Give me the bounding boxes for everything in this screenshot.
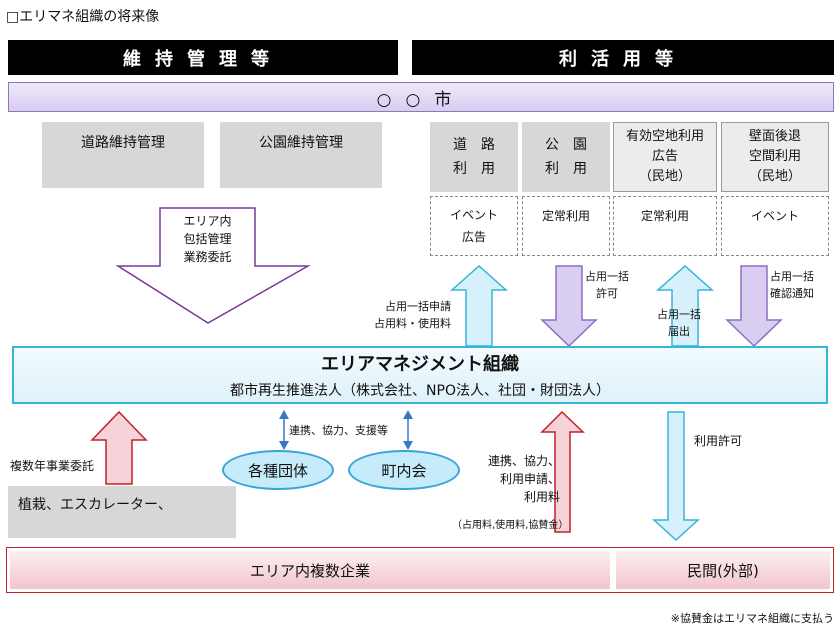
page-title: □エリマネ組織の将来像 [6, 9, 160, 25]
multi-year-arrow [90, 410, 148, 485]
activity-road-2: 広告 [461, 230, 486, 244]
usage-park-box: 公 園 利 用 [522, 122, 610, 192]
notify-label: 占用一括 届出 [657, 306, 701, 340]
usage-setback-box: 壁面後退 空間利用 （民地） [721, 122, 829, 192]
use-permit-arrow [652, 411, 700, 542]
usage-open-space-box: 有効空地利用 広告 （民地） [613, 122, 717, 192]
private-sector-box: 民間(外部) [616, 551, 830, 589]
apply-label-1: 占用一括申請 [385, 300, 451, 313]
cooperation-arrow-top [279, 410, 289, 419]
usage-setback-line3: （民地） [748, 169, 801, 184]
business-flow-fees: （占用料,使用料,協賛金） [452, 520, 569, 531]
activity-park-box: 定常利用 [522, 196, 610, 256]
cooperation-label: 連携、協力、支援等 [289, 424, 388, 437]
consignment-line2: 包括管理 [183, 232, 232, 246]
apply-label-2: 占用料・使用料 [374, 317, 451, 330]
header-utilization: 利活用等 [412, 40, 834, 75]
activity-road-1: イベント [449, 208, 498, 222]
permit-arrow [540, 265, 598, 348]
footnote: ※協賛金はエリマネ組織に支払う [670, 612, 834, 625]
organization-box: エリアマネジメント組織 都市再生推進法人（株式会社、NPO法人、社団・財団法人） [12, 346, 828, 404]
permit-label-2: 許可 [596, 287, 618, 300]
notify-label-2: 届出 [668, 325, 690, 338]
apply-label: 占用一括申請 占用料・使用料 [374, 298, 451, 332]
consignment-line3: 業務委託 [183, 250, 232, 264]
permit-label-1: 占用一括 [585, 270, 629, 283]
planting-box: 植栽、エスカレーター、 [8, 486, 236, 538]
cooperation-arrow-top-2 [403, 410, 413, 419]
business-flow-arrow [540, 410, 585, 533]
business-flow-1: 連携、協力、 [487, 454, 560, 468]
activity-setback-box: イベント [721, 196, 829, 256]
use-permit-label: 利用許可 [694, 434, 743, 448]
business-flow-3: 利用料 [523, 490, 560, 504]
usage-park-line1: 公 園 [545, 137, 587, 153]
activity-road-box: イベント 広告 [430, 196, 518, 256]
usage-setback-line1: 壁面後退 [748, 129, 801, 144]
permit-label: 占用一括 許可 [585, 268, 629, 302]
multi-year-label: 複数年事業委託 [10, 459, 95, 473]
group-oval-various: 各種団体 [222, 450, 334, 490]
organization-name: エリアマネジメント組織 [321, 354, 519, 375]
consignment-line1: エリア内 [183, 214, 232, 228]
usage-open-space-line3: （民地） [638, 169, 691, 184]
confirm-label-1: 占用一括 [770, 270, 814, 283]
confirm-label-2: 確認通知 [770, 287, 814, 300]
apply-arrow [450, 264, 508, 347]
business-flow-2: 利用申請、 [499, 472, 560, 486]
organization-subtitle: 都市再生推進法人（株式会社、NPO法人、社団・財団法人） [230, 383, 610, 399]
usage-road-box: 道 路 利 用 [430, 122, 518, 192]
notify-arrow [656, 264, 714, 347]
activity-open-space-box: 定常利用 [613, 196, 717, 256]
usage-park-line2: 利 用 [545, 161, 587, 177]
group-oval-neighborhood: 町内会 [348, 450, 460, 490]
confirm-label: 占用一括 確認通知 [770, 268, 814, 302]
cooperation-arrow-bottom-2 [403, 441, 413, 450]
park-maintenance-box: 公園維持管理 [220, 122, 382, 188]
consignment-label: エリア内 包括管理 業務委託 [160, 210, 255, 268]
consignment-arrow [115, 207, 311, 324]
business-flow-label: 連携、協力、 利用申請、 利用料 [460, 452, 560, 506]
road-maintenance-box: 道路維持管理 [42, 122, 204, 188]
notify-label-1: 占用一括 [657, 308, 701, 321]
usage-road-line2: 利 用 [453, 161, 495, 177]
confirm-arrow [725, 265, 783, 348]
area-companies-box: エリア内複数企業 [10, 551, 610, 589]
usage-open-space-line1: 有効空地利用 [625, 129, 704, 144]
usage-road-line1: 道 路 [453, 137, 495, 153]
cooperation-arrow-bottom [279, 441, 289, 450]
usage-open-space-line2: 広告 [651, 149, 678, 164]
city-bar: ○○市 [8, 82, 834, 112]
header-maintenance: 維持管理等 [8, 40, 398, 75]
usage-setback-line2: 空間利用 [748, 149, 801, 164]
